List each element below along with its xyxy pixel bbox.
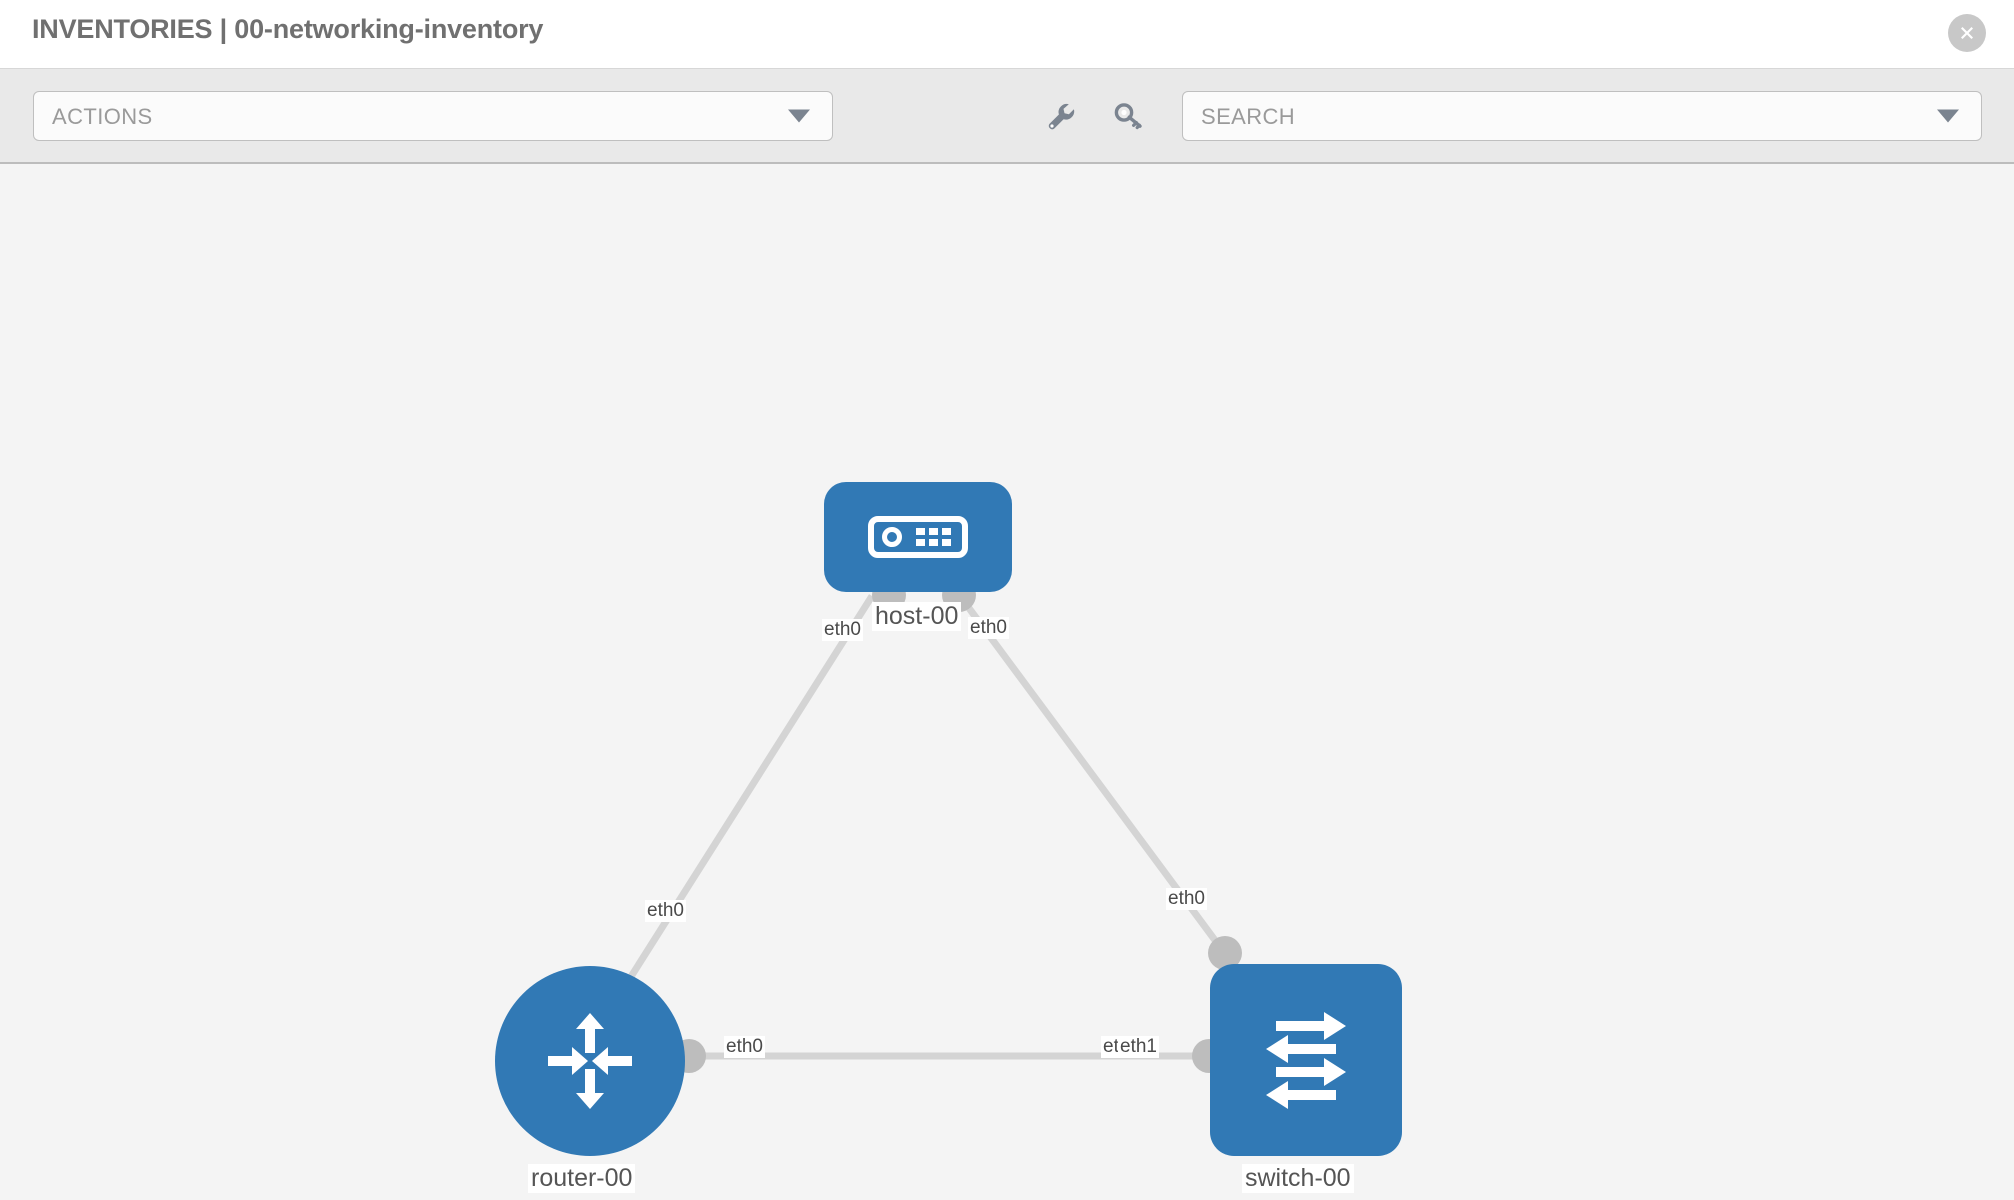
wrench-icon: [1048, 103, 1075, 130]
interface-label-switch-up: eth0: [1166, 888, 1207, 910]
switch-arrows-icon: [1266, 1012, 1346, 1109]
interface-label-host-right: eth0: [968, 617, 1009, 639]
link-host-router: [617, 594, 875, 996]
interface-label-host-left: eth0: [822, 619, 863, 641]
link-host-switch: [957, 593, 1243, 977]
search-placeholder: SEARCH: [1201, 104, 1296, 129]
chevron-down-icon: [1937, 109, 1959, 123]
node-label-host-00: host-00: [872, 602, 962, 631]
node-router-00[interactable]: [495, 966, 685, 1156]
search-input[interactable]: SEARCH: [1182, 91, 1982, 141]
interface-label-router-up: eth0: [645, 900, 686, 922]
key-icon: [1114, 103, 1142, 130]
node-label-switch-00: switch-00: [1242, 1164, 1354, 1193]
page-header: INVENTORIES | 00-networking-inventory: [0, 0, 2014, 69]
interface-label-router-right: eth0: [724, 1036, 765, 1058]
topology-canvas[interactable]: host-00 eth0 eth0 router-00 eth0 eth0: [0, 164, 2014, 1200]
chevron-down-icon: [788, 109, 810, 123]
actions-dropdown-label: ACTIONS: [52, 104, 153, 129]
topology-links: [617, 593, 1243, 1060]
close-button[interactable]: [1948, 14, 1986, 52]
wrench-button[interactable]: [1040, 95, 1082, 137]
page-title: INVENTORIES | 00-networking-inventory: [32, 14, 544, 44]
server-icon: [868, 516, 968, 558]
key-button[interactable]: [1108, 95, 1150, 137]
toolbar: ACTIONS SEARCH: [0, 69, 2014, 164]
toolbar-icon-group: [1040, 91, 1150, 141]
actions-dropdown[interactable]: ACTIONS: [33, 91, 833, 141]
node-host-00[interactable]: [824, 482, 1012, 592]
close-icon: [1961, 27, 1973, 39]
router-arrows-icon: [548, 1013, 632, 1109]
interface-label-switch-left: eth1: [1118, 1036, 1159, 1058]
node-label-router-00: router-00: [528, 1164, 636, 1193]
node-switch-00[interactable]: [1210, 964, 1402, 1156]
